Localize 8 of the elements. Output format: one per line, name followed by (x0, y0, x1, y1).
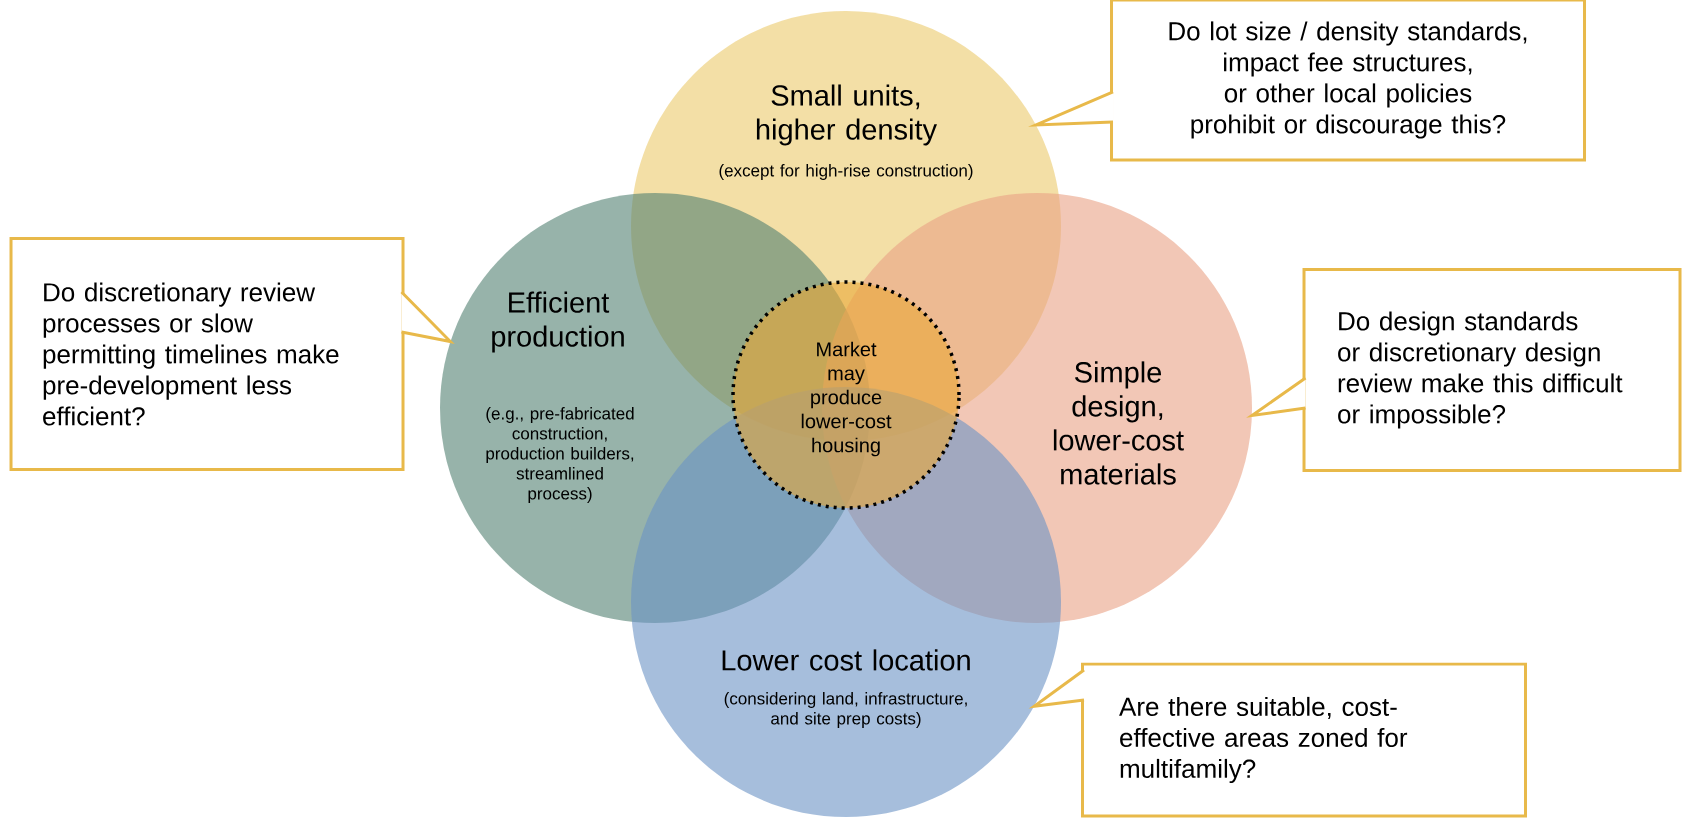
callout-tail (1028, 668, 1086, 709)
callout-box: Are there suitable, cost-effective areas zoned for multifamily? (1081, 662, 1527, 818)
callout-tail (1246, 376, 1307, 418)
callout-box: Do design standards or discretionary design review make this difficult or impossible? (1302, 268, 1682, 472)
callout-tail (400, 290, 455, 344)
callout-box: Do lot size / density standards, impact fee structures, or other local policies prohibit or discourage this? (1110, 0, 1586, 162)
callout-tail (1028, 90, 1115, 127)
callout-box: Do discretionary review processes or slow permitting timelines make pre-development less efficient? (9, 237, 405, 471)
